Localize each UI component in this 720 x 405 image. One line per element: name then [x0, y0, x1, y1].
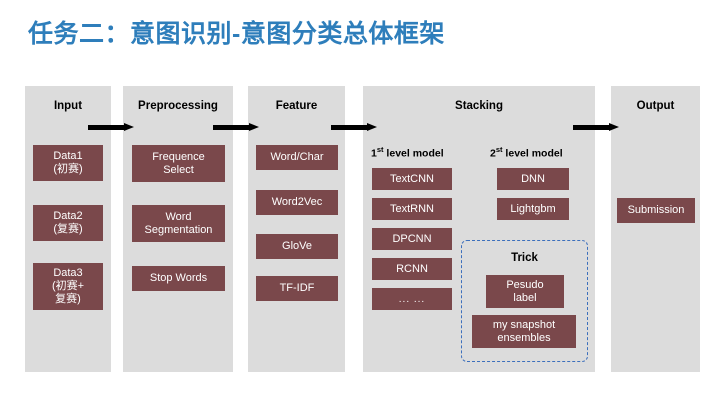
column-output: Output — [611, 86, 700, 372]
arrow-preprocessing-to-feature-icon — [213, 123, 259, 131]
box-word2vec: Word2Vec — [256, 190, 338, 215]
box-data3-line2: (初赛+ — [51, 280, 85, 292]
box-glove: GloVe — [256, 234, 338, 259]
box-pesudo-label-line1: Pesudo — [506, 278, 544, 291]
column-header-feature: Feature — [275, 100, 318, 112]
label-first-level-model: 1st level model — [371, 145, 444, 160]
column-header-input: Input — [53, 100, 83, 112]
arrow-shaft — [88, 125, 126, 130]
box-word-segmentation-line2: Segmentation — [144, 223, 213, 236]
trick-panel-title: Trick — [511, 252, 538, 264]
box-data1-line1: Data1 — [53, 150, 83, 162]
box-pesudo-label-line2: label — [513, 291, 537, 304]
label-first-level-prefix: 1 — [371, 147, 377, 160]
box-word-segmentation-line1: Word — [165, 210, 192, 223]
box-data3: Data3 (初赛+ 复赛) — [33, 263, 103, 310]
box-snapshot-ensembles: my snapshot ensembles — [472, 315, 576, 348]
column-header-preprocessing: Preprocessing — [138, 100, 218, 112]
box-data2-line2: (复赛) — [53, 223, 83, 235]
box-textrnn: TextRNN — [372, 198, 452, 220]
arrow-shaft — [213, 125, 251, 130]
label-second-level-model: 2st level model — [490, 145, 563, 160]
box-data3-line1: Data3 — [53, 267, 83, 279]
column-feature: Feature — [248, 86, 345, 372]
box-data1-line2: (初赛) — [53, 163, 83, 175]
arrow-head — [609, 123, 619, 131]
box-data2-line1: Data2 — [53, 210, 83, 222]
box-rcnn: RCNN — [372, 258, 452, 280]
box-textcnn: TextCNN — [372, 168, 452, 190]
box-data2: Data2 (复赛) — [33, 205, 103, 241]
box-lightgbm: Lightgbm — [497, 198, 569, 220]
box-stop-words: Stop Words — [132, 266, 225, 291]
box-snapshot-ensembles-line2: ensembles — [497, 331, 551, 344]
column-header-stacking: Stacking — [455, 100, 503, 112]
box-dpcnn: DPCNN — [372, 228, 452, 250]
box-data3-line3: 复赛) — [55, 293, 81, 305]
column-header-output: Output — [636, 100, 675, 112]
box-dnn: DNN — [497, 168, 569, 190]
trick-panel — [461, 240, 588, 362]
page-title: 任务二：意图识别-意图分类总体框架 — [28, 20, 445, 48]
arrow-head — [124, 123, 134, 131]
label-second-level-sup: st — [495, 145, 503, 154]
box-frequence-select-line2: Select — [163, 163, 194, 176]
arrow-head — [249, 123, 259, 131]
arrow-shaft — [573, 125, 611, 130]
arrow-input-to-preprocessing-icon — [88, 123, 134, 131]
box-data1: Data1 (初赛) — [33, 145, 103, 181]
arrow-feature-to-stacking-icon — [331, 123, 377, 131]
box-tf-idf: TF-IDF — [256, 276, 338, 301]
arrow-stacking-to-output-icon — [573, 123, 619, 131]
box-pesudo-label: Pesudo label — [486, 275, 564, 308]
box-word-segmentation: Word Segmentation — [132, 205, 225, 242]
label-second-level-prefix: 2 — [490, 147, 496, 160]
arrow-head — [367, 123, 377, 131]
arrow-shaft — [331, 125, 369, 130]
box-snapshot-ensembles-line1: my snapshot — [492, 318, 556, 331]
label-first-level-suffix: level model — [383, 147, 444, 160]
box-more-models: ... ... — [372, 288, 452, 310]
box-word-char: Word/Char — [256, 145, 338, 170]
label-second-level-suffix: level model — [502, 147, 563, 160]
box-frequence-select-line1: Frequence — [152, 150, 205, 163]
label-first-level-sup: st — [376, 145, 384, 154]
box-frequence-select: Frequence Select — [132, 145, 225, 182]
box-submission: Submission — [617, 198, 695, 223]
